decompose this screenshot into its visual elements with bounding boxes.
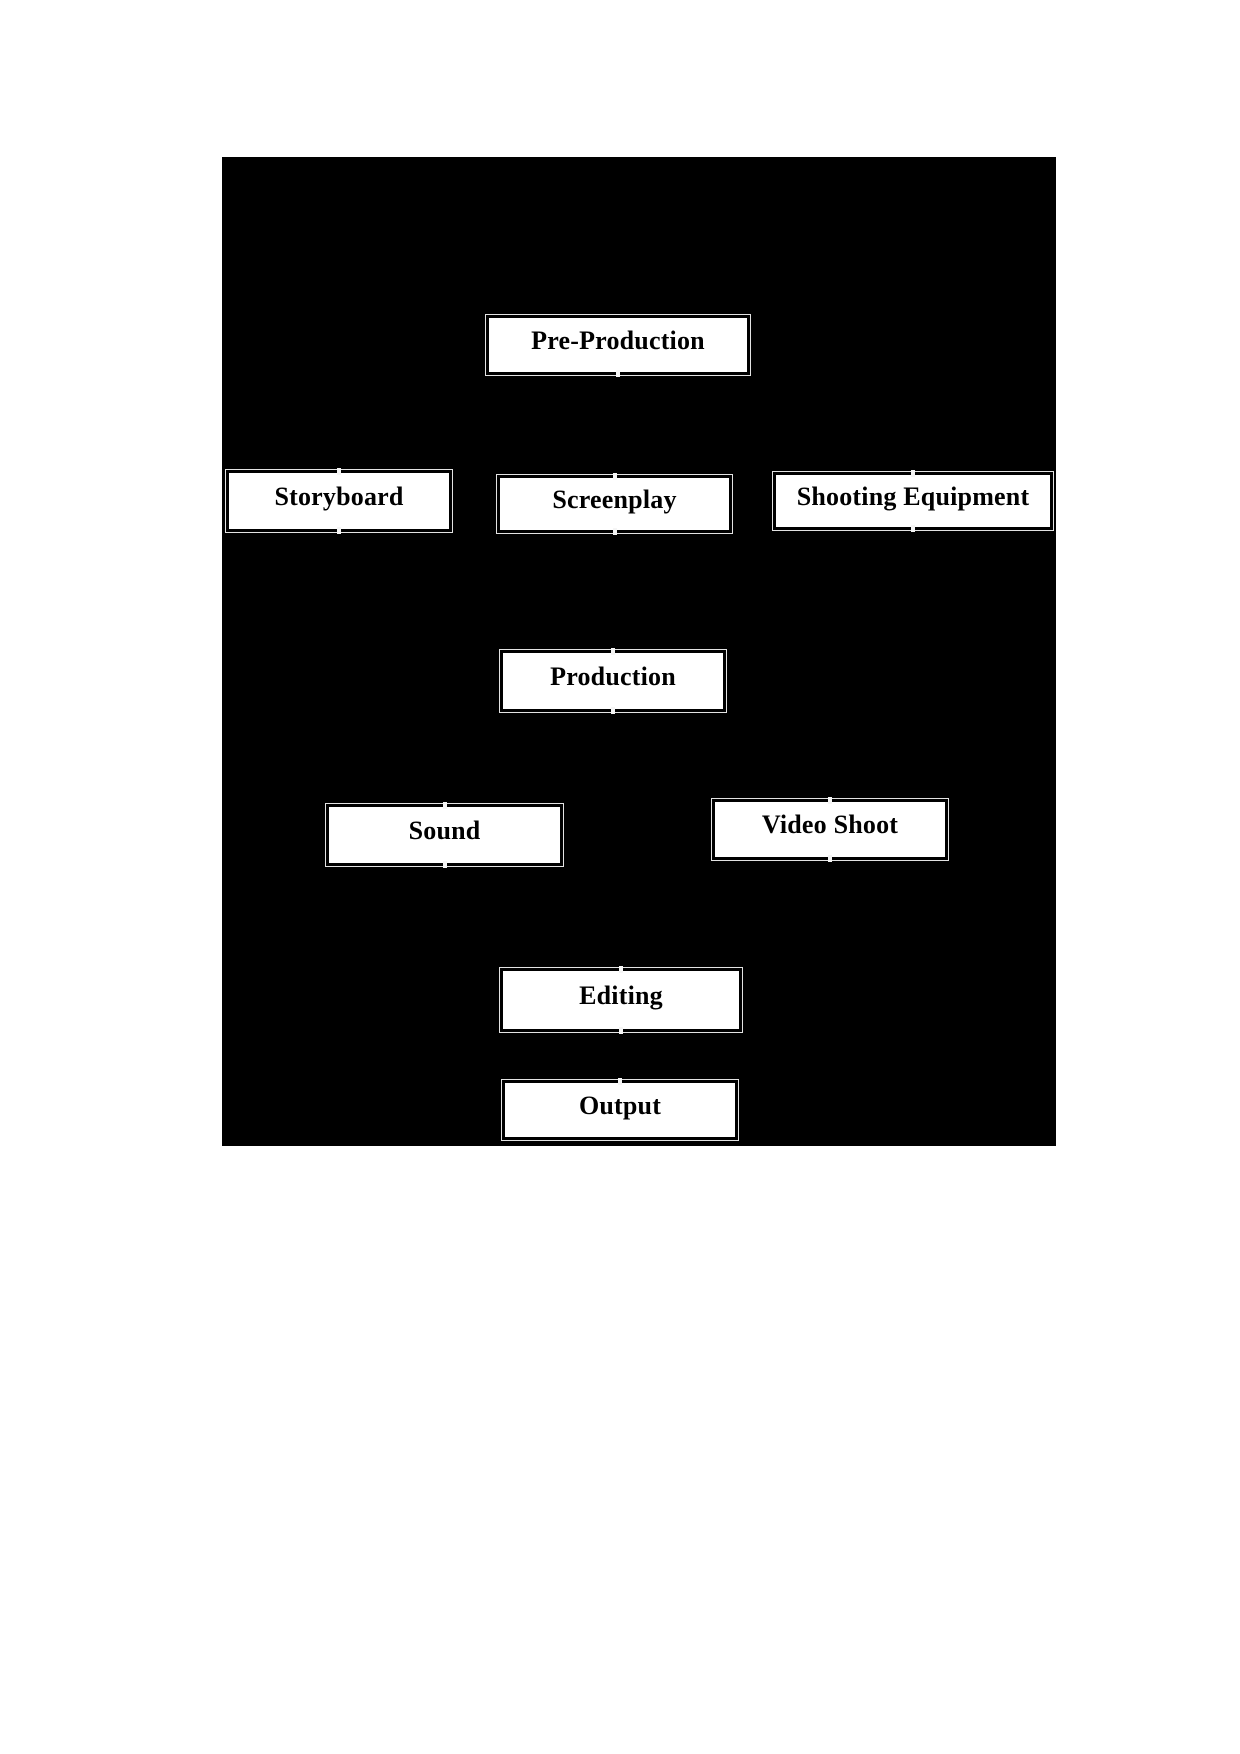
node-screenplay: Screenplay [496,473,733,535]
connector-stub-bottom [616,370,620,377]
connector-stub-top [337,468,341,475]
connector-stub-bottom [612,528,617,535]
connector-stub-top [828,797,832,804]
node-label: Pre-Production [531,325,705,355]
connector-stub-top [611,648,615,655]
node-shooting-equipment: Shooting Equipment [772,470,1054,532]
node-label: Sound [408,815,481,845]
connector-stub-bottom [619,1027,623,1034]
connector-stub-top [618,1078,622,1085]
node-video-shoot: Video Shoot [711,797,949,862]
connector-stub-top [911,470,915,477]
connector-stub-bottom [911,525,915,532]
node-storyboard: Storyboard [225,468,453,534]
connector-stub-top [612,473,617,480]
node-pre-production: Pre-Production [485,314,751,377]
node-editing: Editing [499,966,743,1034]
node-label: Shooting Equipment [796,481,1030,511]
node-label: Output [578,1090,662,1120]
node-label: Editing [579,980,663,1010]
node-label: Production [550,661,676,691]
node-label: Storyboard [274,481,404,511]
node-label: Screenplay [552,484,677,514]
node-label: Video Shoot [761,810,899,839]
connector-stub-top [442,802,447,809]
connector-stub-bottom [337,527,341,534]
node-production: Production [499,648,727,714]
connector-stub-top [619,966,623,973]
connector-stub-bottom [442,861,447,868]
connector-stub-bottom [611,707,615,714]
node-sound: Sound [325,802,564,868]
connector-stub-bottom [828,855,832,862]
node-output: Output [501,1078,739,1141]
